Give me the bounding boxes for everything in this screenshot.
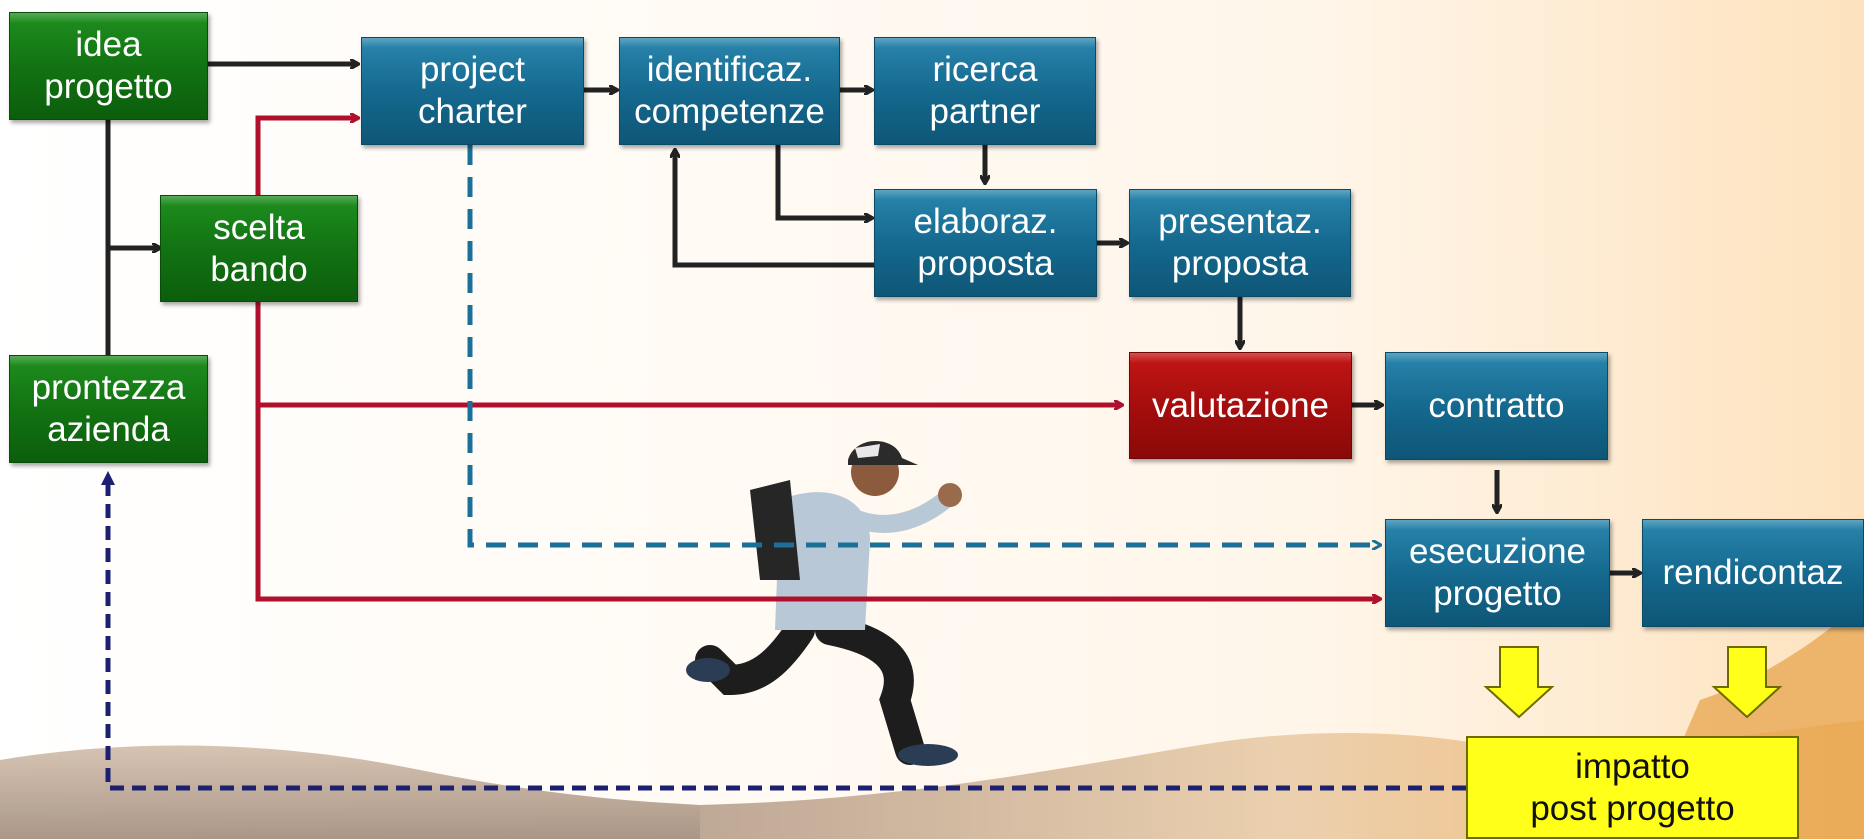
node-rendicontaz: rendicontaz (1642, 519, 1864, 627)
yellow-arrow-esecuzione-impatto (1483, 646, 1555, 719)
node-scelta-bando: scelta bando (160, 195, 358, 302)
node-impatto-post-progetto: impatto post progetto (1466, 736, 1799, 839)
node-valutazione: valutazione (1129, 352, 1352, 459)
arrow-scelta-valutazione (255, 302, 1122, 405)
node-contratto: contratto (1385, 352, 1608, 460)
node-idea-progetto: idea progetto (9, 12, 208, 120)
arrow-identificaz-elaboraz (775, 145, 872, 218)
arrow-elaboraz-identificaz (675, 150, 874, 268)
yellow-arrow-rendicontaz-impatto (1711, 646, 1783, 719)
node-prontezza-azienda: prontezza azienda (9, 355, 208, 463)
arrow-impatto-prontezza-dashed (101, 471, 1466, 791)
node-project-charter: project charter (361, 37, 584, 145)
arrow-scelta-charter (255, 118, 358, 195)
node-esecuzione-progetto: esecuzione progetto (1385, 519, 1610, 627)
arrow-charter-esecuzione-dashed (467, 145, 1380, 545)
node-presentaz-proposta: presentaz. proposta (1129, 189, 1351, 297)
node-elaboraz-proposta: elaboraz. proposta (874, 189, 1097, 297)
arrow-scelta-esecuzione (255, 405, 1380, 599)
runner-photo (686, 440, 962, 766)
node-identificaz-competenze: identificaz. competenze (619, 37, 840, 145)
node-ricerca-partner: ricerca partner (874, 37, 1096, 145)
